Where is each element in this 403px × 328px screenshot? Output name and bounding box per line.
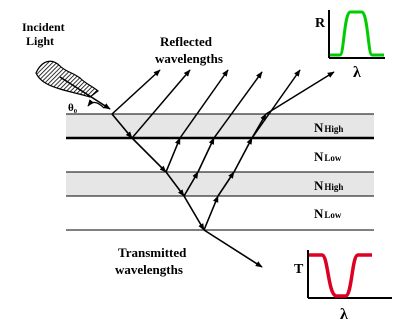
layer-label-1: NHigh	[314, 120, 343, 135]
incident-light	[35, 60, 111, 110]
transmitted-label: Transmitted wavelengths	[115, 245, 190, 277]
wave-packet-icon	[35, 60, 99, 98]
layer-label-3: NHigh	[314, 178, 343, 193]
angle-arc	[87, 99, 105, 109]
layer-label-4: NLow	[314, 206, 342, 221]
layer-1	[66, 114, 374, 138]
transmittance-plot: T λ	[294, 250, 392, 323]
layer-4	[66, 196, 374, 230]
layer-2	[66, 138, 374, 172]
transmittance-curve	[309, 253, 372, 298]
refracted-path	[111, 113, 267, 268]
reflectance-x-label: λ	[353, 64, 361, 81]
transmittance-y-label: T	[294, 262, 304, 277]
layer-stack	[66, 113, 374, 231]
reflectance-plot: R λ	[315, 10, 385, 81]
incident-light-label: Incident Light	[22, 20, 68, 48]
layer-label-2: NLow	[314, 149, 342, 164]
reflectance-curve	[330, 10, 384, 57]
reflected-label: Reflected wavelengths	[155, 34, 223, 66]
angle-label: θ₀	[68, 102, 78, 114]
transmittance-x-label: λ	[340, 306, 348, 323]
reflectance-y-label: R	[315, 16, 326, 31]
reflected-rays	[111, 69, 335, 139]
